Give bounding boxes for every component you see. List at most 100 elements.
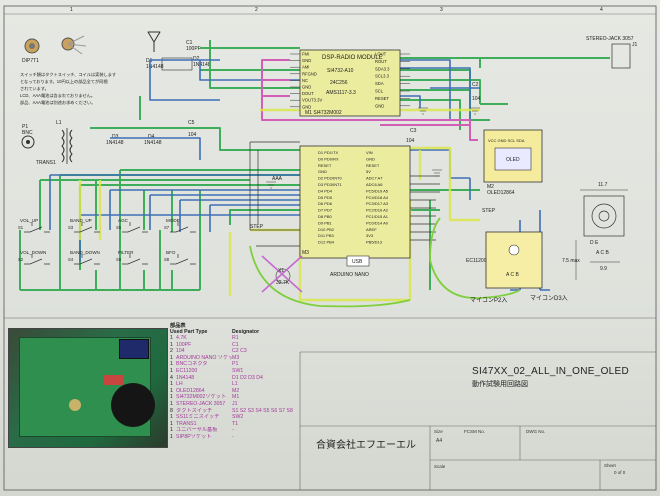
switch-label: VOL_DOWN <box>20 250 46 255</box>
bom-qty: 1 <box>170 400 173 407</box>
dsp-left-pin-label: RFGND <box>302 71 317 76</box>
switch-ref: S3 <box>68 225 74 230</box>
d1-part: 1N4148 <box>146 64 164 70</box>
switch-label: VOL_UP <box>20 218 38 223</box>
bom-part: 4.7K <box>176 335 187 341</box>
switch-ref: S1 <box>18 225 24 230</box>
bom-part: LH <box>176 381 183 388</box>
note-line-2: となっております。10円以上の部品全てが同梱 <box>20 78 108 85</box>
dsp-right-pin-label: SCL3.3 <box>375 74 390 79</box>
dark-nets <box>249 141 440 247</box>
d2-ref: D2 <box>193 56 200 62</box>
bom-designator: M2 <box>232 387 240 394</box>
tact-switch-symbol <box>170 254 196 265</box>
bom-part: SIP8Pソケット <box>176 433 212 440</box>
antenna-icon <box>147 31 161 52</box>
bom-designator: SW2 <box>232 414 244 421</box>
bom-part: SI4732M002ソケット <box>176 394 227 401</box>
l1-label: L1 <box>56 120 62 126</box>
oled-pins: VCC GND SCL SDA <box>488 138 525 143</box>
arduino-right-pin-label: GND <box>366 156 375 161</box>
arduino-left-pin-label: D11 PB3 <box>318 233 334 238</box>
bom-qty: 1 <box>170 427 173 434</box>
board-knob-icon <box>69 399 81 411</box>
bom-qty: 1 <box>170 420 173 427</box>
arduino-right-pin-label: PC3/D17 A3 <box>366 201 389 206</box>
dsp-module-freq: 24C256 <box>330 80 348 86</box>
arduino-right-pin-label: VIN <box>366 150 373 155</box>
tact-switch-symbol <box>170 222 196 233</box>
bom-designator: C2 C3 <box>232 348 247 355</box>
bom-designator: M3 <box>232 354 240 361</box>
board-display <box>119 339 149 359</box>
bom-designator: D1 D2 D3 D4 <box>232 374 263 381</box>
arduino-title: ARDUINO NANO <box>330 272 369 278</box>
x1-crystal <box>275 268 291 284</box>
dsp-right-pin-label: GND <box>375 103 384 108</box>
company-name: 合資会社エフエーエル <box>316 440 416 451</box>
tact-switch-symbol <box>74 254 100 265</box>
bom-qty: 1 <box>170 341 173 348</box>
bom-part: EC11200 <box>176 367 198 374</box>
dsp-left-pin-label: GND <box>302 58 311 63</box>
bom-part: ユニバーサル基板 <box>176 427 218 434</box>
switch-label: BAND_DOWN <box>70 250 100 255</box>
transformer-coil-a <box>61 129 65 163</box>
tb-size-label: Size <box>434 429 443 434</box>
arduino-left-pin-label: D2 PD2/INT0 <box>318 176 343 181</box>
dsp-right-pin-label: SDA3.3 <box>375 66 390 71</box>
bom-part: ARDUINO NANO ソケット <box>176 354 232 361</box>
arduino-nano-module <box>299 145 411 259</box>
note-line-1: スイッチ類はタクトスイッチ、コイルは実装します <box>20 71 116 78</box>
bom-part: STEREO-JACK 3057 <box>176 400 226 407</box>
oled-screen-label: OLED <box>506 157 520 163</box>
switch-label: MODE <box>166 218 180 223</box>
oled-part: OLED12864 <box>487 190 515 196</box>
x1-ref: X1 <box>278 268 284 274</box>
arduino-right-pin-label: PC1/D15 A1 <box>366 214 389 219</box>
encoder-green-net <box>429 217 521 299</box>
step-label: STEP <box>250 224 264 230</box>
arduino-right-pin-label: ADC6 A6 <box>366 182 383 187</box>
bom-part: 100PF <box>176 341 192 348</box>
arduino-left-pin-label: D10 PB2 <box>318 227 335 232</box>
transformer-coil-b <box>69 129 73 163</box>
arduino-right-pin-label: PC2/D16 A2 <box>366 208 389 213</box>
oled-screen <box>494 147 532 171</box>
arduino-right-pin-label: AREF <box>366 227 377 232</box>
switch-group: VOL_UPS1BAND_UPS3AGCS5MODES7VOL_DOWNS2BA… <box>18 218 196 265</box>
arduino-right-pin-label: 3V3 <box>366 233 374 238</box>
switch-ref: S8 <box>164 257 170 262</box>
dsp-left-pin-label: AMI <box>302 65 309 70</box>
bom-part: SS11ミニスイッチ <box>176 414 220 421</box>
bom-qty: 1 <box>170 433 173 440</box>
dsp-module-ref: M1 SI4732M002 <box>305 110 342 116</box>
tact-switch-symbol <box>122 254 148 265</box>
board-led-red <box>103 375 123 385</box>
note-line-3: されています。 <box>20 85 49 92</box>
p1-ref: P1 <box>22 124 28 130</box>
c2-val: 104 <box>472 96 481 102</box>
dim-pins-top: D E <box>590 240 599 246</box>
stereo-jack-icon <box>611 43 631 69</box>
ground-symbols <box>266 107 480 189</box>
switch-ref: S2 <box>18 257 24 262</box>
bom-designator: S1 S2 S3 S4 S5 S6 S7 S8 <box>232 407 293 414</box>
switch-ref: S7 <box>164 225 170 230</box>
bom-qty: 2 <box>170 348 173 355</box>
bom-col-used: Used Part Type <box>170 329 208 335</box>
grid-col-4: 4 <box>600 7 603 13</box>
mic-label-b: マイコンD3入 <box>530 295 568 302</box>
dsp-left-pin-label: GND <box>302 85 311 90</box>
bom-part: TRANS1 <box>176 420 197 427</box>
